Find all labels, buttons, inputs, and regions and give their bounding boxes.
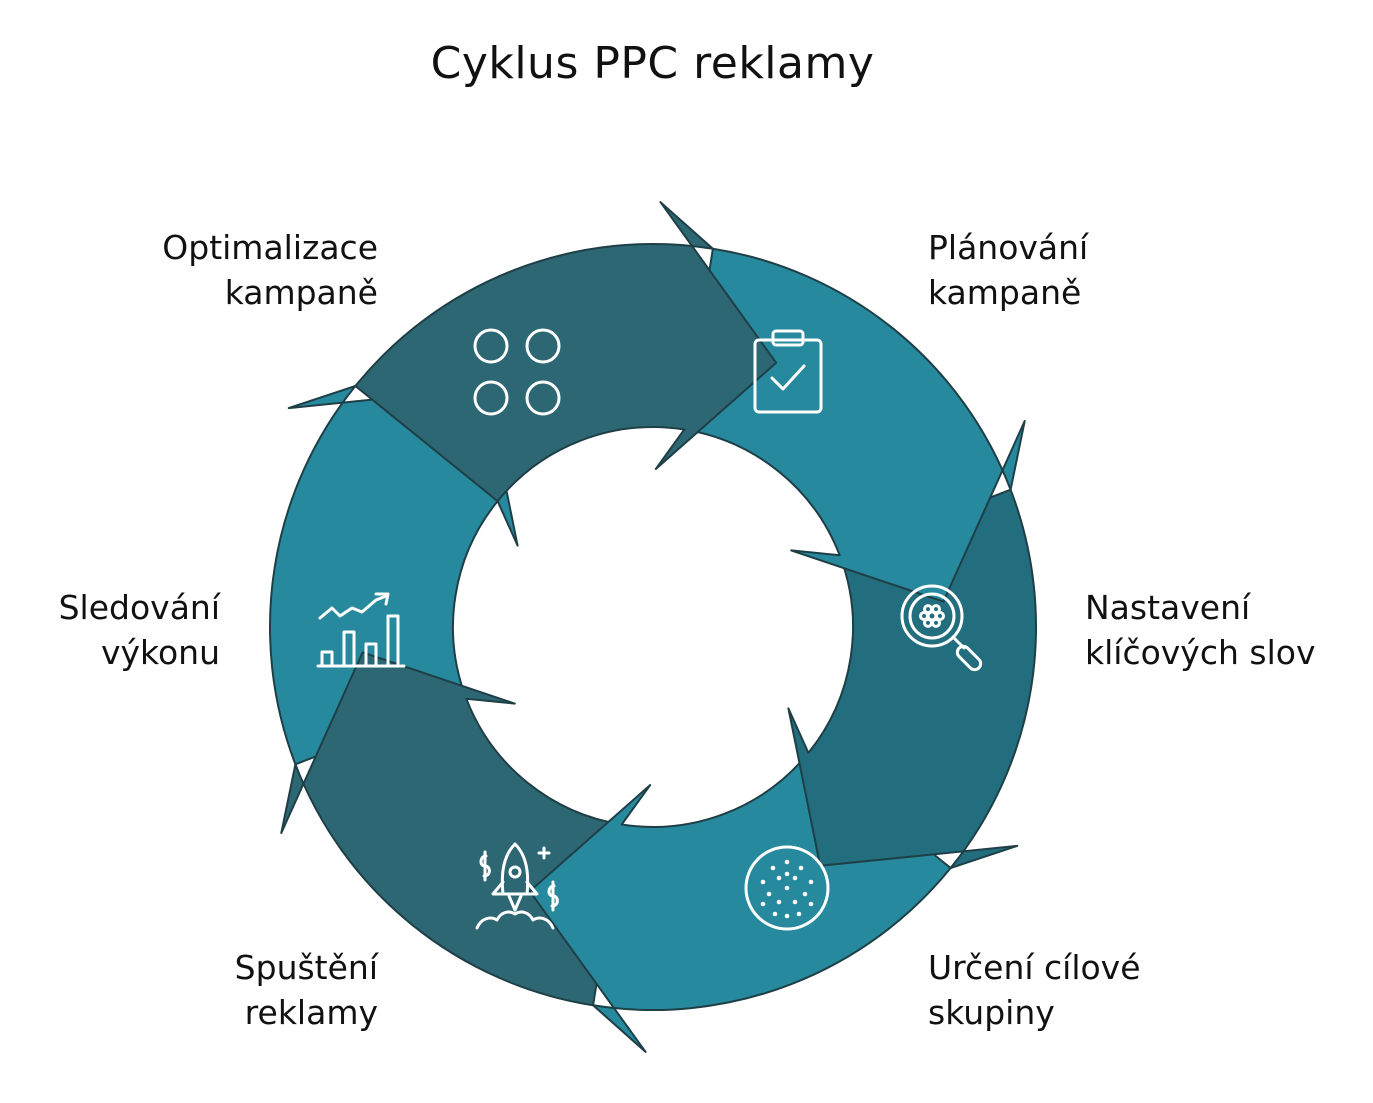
clipboard-check-icon [753, 329, 823, 414]
cycle-icons [316, 328, 983, 931]
cycle-arrows [269, 201, 1037, 1053]
arrow-nastaveni [683, 247, 1026, 603]
rocket-dollar-icon [475, 842, 559, 930]
growth-chart-icon [316, 592, 406, 668]
page-title: Cyklus PPC reklamy [430, 38, 875, 89]
arrow-urceni [787, 488, 1037, 869]
search-gear-icon [900, 584, 983, 672]
dotted-circle-icon [744, 845, 830, 931]
arrow-planovani [354, 201, 778, 503]
four-circles-icon [473, 328, 561, 416]
